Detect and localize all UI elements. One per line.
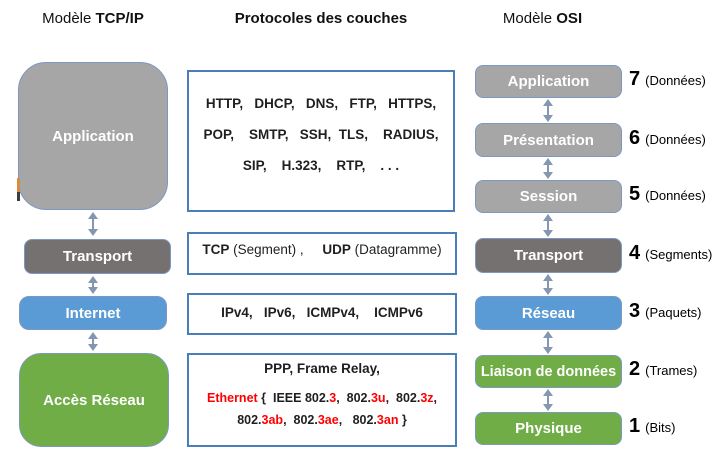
app-protocols-line3: SIP, H.323, RTP, . . . [242, 158, 400, 173]
osi-layer-presentation: Présentation [475, 123, 622, 157]
osi-number-5: 5 [629, 183, 641, 205]
osi-session-label: Session [519, 188, 578, 205]
osi-application-label: Application [507, 73, 590, 90]
osi-layer-physical: Physique [475, 412, 622, 445]
osi-number-2: 2 [629, 358, 641, 380]
access-protocols-line1: PPP, Frame Relay, [264, 361, 380, 376]
arrow-internet-access [86, 332, 100, 351]
osi-layer-application: Application [475, 65, 622, 98]
border-artifact-orange [17, 178, 20, 192]
arrow-transport-internet [86, 276, 100, 294]
protocols-title: Protocoles des couches [234, 10, 408, 27]
tcpip-transport-label: Transport [62, 248, 133, 265]
app-protocols-line2: POP, SMTP, SSH, TLS, RADIUS, [203, 127, 439, 142]
osi-pdu-label-2: 2 (Trames) [629, 358, 697, 381]
access-protocols-line3: 802.3ab, 802.3ae, 802.3an } [237, 413, 407, 427]
osi-number-7: 7 [629, 68, 641, 90]
osi-number-4: 4 [629, 242, 641, 264]
osi-number-1: 1 [629, 415, 641, 437]
osi-unit-donnees-7: (Données) [645, 73, 706, 88]
tcpip-title-prefix: Modèle [42, 10, 96, 27]
arrow-osi-2-1 [541, 389, 555, 411]
arrow-osi-4-3 [541, 274, 555, 295]
internet-protocols-line: IPv4, IPv6, ICMPv4, ICMPv6 [221, 305, 423, 320]
arrow-osi-7-6 [541, 99, 555, 122]
osi-pdu-label-7: 7 (Données) [629, 68, 706, 91]
osi-pdu-label-5: 5 (Données) [629, 183, 706, 206]
osi-network-label: Réseau [521, 304, 576, 322]
osi-layer-network: Réseau [475, 296, 622, 330]
osi-pdu-label-3: 3 (Paquets) [629, 300, 702, 323]
osi-physical-label: Physique [515, 420, 582, 437]
osi-datalink-label: Liaison de données [480, 363, 617, 380]
osi-unit-paquets: (Paquets) [645, 305, 702, 320]
tcpip-layer-transport: Transport [24, 239, 171, 274]
arrow-osi-3-2 [541, 331, 555, 354]
osi-presentation-label: Présentation [503, 131, 594, 149]
panel-internet-protocols: IPv4, IPv6, ICMPv4, ICMPv6 [187, 293, 457, 335]
tcpip-model-title: Modèle TCP/IP [18, 10, 168, 27]
arrow-osi-6-5 [541, 158, 555, 179]
tcpip-layer-access: Accès Réseau [19, 353, 169, 447]
osi-title-prefix: Modèle [502, 10, 557, 27]
osi-unit-donnees-5: (Données) [645, 188, 706, 203]
app-protocols-line1: HTTP, DHCP, DNS, FTP, HTTPS, [205, 96, 437, 111]
tcpip-access-label: Accès Réseau [43, 391, 145, 409]
osi-layer-datalink: Liaison de données [475, 355, 622, 388]
access-protocols-line2: Ethernet { IEEE 802.3, 802.3u, 802.3z, [206, 391, 438, 405]
osi-unit-segments: (Segments) [645, 247, 713, 262]
transport-protocols-line: TCP (Segment) , UDP (Datagramme) [202, 242, 442, 257]
border-artifact-dark [17, 192, 20, 201]
tcpip-application-label: Application [52, 127, 134, 145]
osi-title-bold: OSI [556, 10, 583, 27]
panel-access-protocols: PPP, Frame Relay, Ethernet { IEEE 802.3,… [187, 353, 457, 447]
tcpip-title-bold: TCP/IP [95, 10, 144, 27]
osi-layer-transport: Transport [475, 238, 622, 273]
tcpip-internet-label: Internet [65, 304, 121, 322]
panel-application-protocols: HTTP, DHCP, DNS, FTP, HTTPS, POP, SMTP, … [187, 70, 455, 212]
osi-pdu-label-4: 4 (Segments) [629, 242, 712, 265]
osi-layer-session: Session [475, 180, 622, 213]
panel-transport-protocols: TCP (Segment) , UDP (Datagramme) [187, 232, 457, 275]
tcpip-layer-application: Application [18, 62, 168, 210]
osi-model-title: Modèle OSI [465, 10, 620, 27]
osi-pdu-label-6: 6 (Données) [629, 127, 706, 150]
osi-unit-bits: (Bits) [645, 420, 676, 435]
arrow-osi-5-4 [541, 214, 555, 237]
osi-pdu-label-1: 1 (Bits) [629, 415, 675, 438]
arrow-application-transport [86, 212, 100, 236]
tcpip-layer-internet: Internet [19, 296, 167, 330]
osi-unit-donnees-6: (Données) [645, 132, 706, 147]
osi-number-3: 3 [629, 300, 641, 322]
osi-number-6: 6 [629, 127, 641, 149]
osi-unit-trames: (Trames) [645, 363, 698, 378]
osi-transport-label: Transport [513, 247, 584, 264]
